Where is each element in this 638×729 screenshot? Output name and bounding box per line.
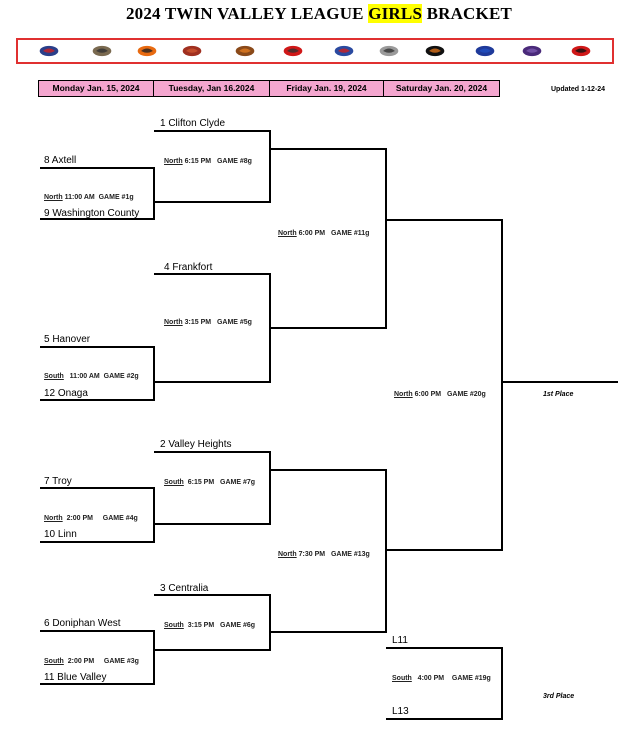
date-monday: Monday Jan. 15, 2024 (38, 80, 154, 97)
game-2-info: South 11:00 AM GAME #2g (44, 373, 139, 380)
patriot-logo (334, 45, 354, 57)
game-4-info: North 2:00 PM GAME #4g (44, 515, 138, 522)
title-suffix: BRACKET (426, 4, 513, 23)
team-logos-strip (16, 38, 614, 64)
game-6-info: South 3:15 PM GAME #6g (164, 622, 256, 629)
schedule-dates-row: Monday Jan. 15, 2024 Tuesday, Jan 16.202… (38, 80, 500, 97)
updated-note: Updated 1-12-24 (551, 86, 606, 93)
team-seed-6: 6 Doniphan West (44, 618, 121, 629)
panther-logo (571, 45, 591, 57)
third-place-label: 3rd Place (543, 693, 575, 700)
bulldog-logo (379, 45, 399, 57)
page-title: 2024 TWIN VALLEY LEAGUE GIRLS BRACKET (0, 4, 638, 24)
date-friday: Friday Jan. 19, 2024 (269, 80, 384, 97)
game-7-info: South 6:15 PM GAME #7g (164, 479, 256, 486)
redhawk-logo (39, 45, 59, 57)
team-seed-7: 7 Troy (44, 476, 72, 487)
title-highlight: GIRLS (368, 4, 423, 23)
tiger-logo (137, 45, 157, 57)
team-seed-3: 3 Centralia (160, 583, 209, 594)
team-seed-4: 4 Frankfort (164, 262, 213, 273)
wildcat-logo (182, 45, 202, 57)
team-seed-8: 8 Axtell (44, 155, 77, 166)
team-seed-12: 12 Onaga (44, 388, 88, 399)
game-13-info: North 7:30 PM GAME #13g (278, 551, 370, 558)
game-3-info: South 2:00 PM GAME #3g (44, 658, 139, 665)
game-19-info: South 4:00 PM GAME #19g (392, 675, 491, 682)
game-20-info: North 6:00 PM GAME #20g (394, 391, 486, 398)
vh-monogram-logo (522, 45, 542, 57)
team-seed-1: 1 Clifton Clyde (160, 118, 226, 129)
game-11-info: North 6:00 PM GAME #11g (278, 230, 370, 237)
game-1-info: North 11:00 AM GAME #1g (44, 194, 134, 201)
knight-helmet-logo (92, 45, 112, 57)
team-seed-9: 9 Washington County (44, 208, 140, 219)
game-8-info: North 6:15 PM GAME #8g (164, 158, 252, 165)
loser-game-11: L11 (392, 635, 408, 646)
team-seed-2: 2 Valley Heights (160, 439, 232, 450)
team-seed-11: 11 Blue Valley (44, 672, 107, 683)
horse-logo (235, 45, 255, 57)
date-saturday: Saturday Jan. 20, 2024 (383, 80, 500, 97)
cardinal-logo (283, 45, 303, 57)
loser-game-13: L13 (392, 706, 409, 717)
title-prefix: 2024 TWIN VALLEY LEAGUE (125, 4, 364, 23)
spartan-logo (475, 45, 495, 57)
team-seed-10: 10 Linn (44, 529, 77, 540)
buffalo-logo (425, 45, 445, 57)
team-seed-5: 5 Hanover (44, 334, 91, 345)
game-5-info: North 3:15 PM GAME #5g (164, 319, 252, 326)
first-place-label: 1st Place (543, 391, 574, 398)
